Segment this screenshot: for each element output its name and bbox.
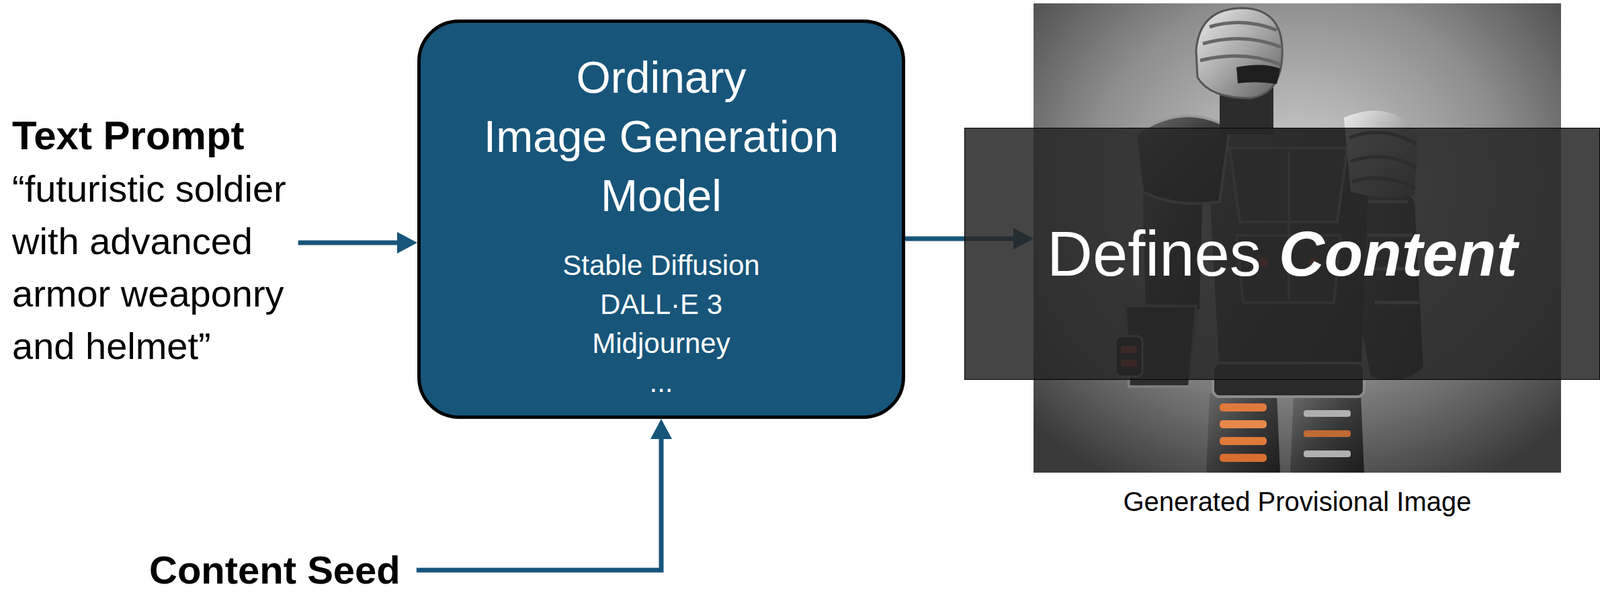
prompt-text: “futuristic soldier with advanced armor … <box>12 162 287 373</box>
text-prompt-block: Text Prompt“futuristic soldier with adva… <box>12 108 299 373</box>
band-word: Defines <box>1046 218 1279 289</box>
input-heading: Content Seed <box>149 549 401 591</box>
flow-arrow <box>298 231 418 254</box>
illustration-rect <box>1219 453 1267 462</box>
image-caption: Generated Provisional Image <box>1033 485 1562 518</box>
illustration-rect <box>1033 3 1562 473</box>
arrow-line <box>298 240 398 246</box>
illustration-rect <box>1303 409 1351 417</box>
arrow-head <box>650 418 672 439</box>
input-heading: Text Prompt <box>12 108 287 163</box>
overlay-band: Defines Content <box>964 127 1600 380</box>
model-box: Ordinary Image Generation ModelStable Di… <box>417 19 906 419</box>
illustration-rect <box>1219 403 1267 412</box>
model-example: DALL·E 3 <box>600 284 723 324</box>
model-example: ... <box>649 362 673 402</box>
illustration-rect <box>1303 450 1351 457</box>
band-emphasis: Content <box>1278 218 1518 289</box>
flow-arrow <box>416 418 672 570</box>
illustration-path <box>1236 64 1281 84</box>
illustration-rect <box>1219 419 1267 429</box>
arrow-head <box>397 231 418 254</box>
model-example: Stable Diffusion <box>562 245 760 285</box>
illustration-g <box>1033 3 1562 473</box>
illustration-rect <box>1219 436 1267 445</box>
illustration-path <box>1196 8 1283 99</box>
illustration-rect <box>1303 430 1351 437</box>
input-label: Content Seed <box>149 549 417 591</box>
arrow-line <box>416 438 662 570</box>
illustration-path <box>1290 393 1365 473</box>
illustration-path <box>1206 393 1281 473</box>
model-example: Midjourney <box>592 323 730 363</box>
band-text: Defines Content <box>1046 217 1518 291</box>
model-title: Ordinary Image Generation Model <box>483 47 839 226</box>
illustration-path <box>1200 22 1281 65</box>
